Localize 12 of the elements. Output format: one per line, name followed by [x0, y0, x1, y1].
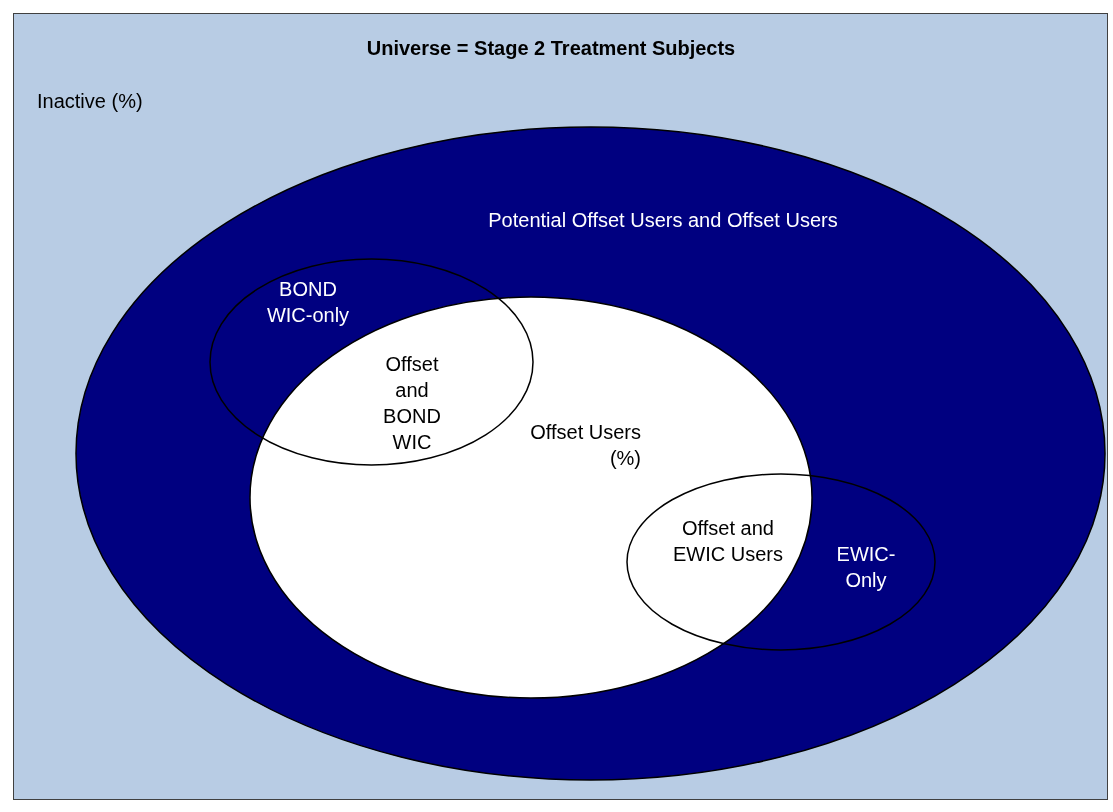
set-label: BOND WIC-only [265, 277, 351, 328]
set-label: EWIC-Only [835, 542, 897, 593]
overlap-label: Offset and EWIC Users [672, 516, 784, 567]
universe-panel [13, 13, 1108, 800]
heading: Universe = Stage 2 Treatment Subjects [365, 36, 737, 61]
set-label: Potential Offset Users and Offset Users [487, 208, 839, 233]
circle-set [626, 473, 936, 651]
overlap-label: Offset and BOND WIC [382, 352, 442, 455]
ellipse-set [249, 296, 813, 699]
region-label: Inactive (%) [37, 89, 144, 114]
set-label: Offset Users (%) [529, 420, 641, 471]
ellipse-set [75, 126, 1106, 781]
